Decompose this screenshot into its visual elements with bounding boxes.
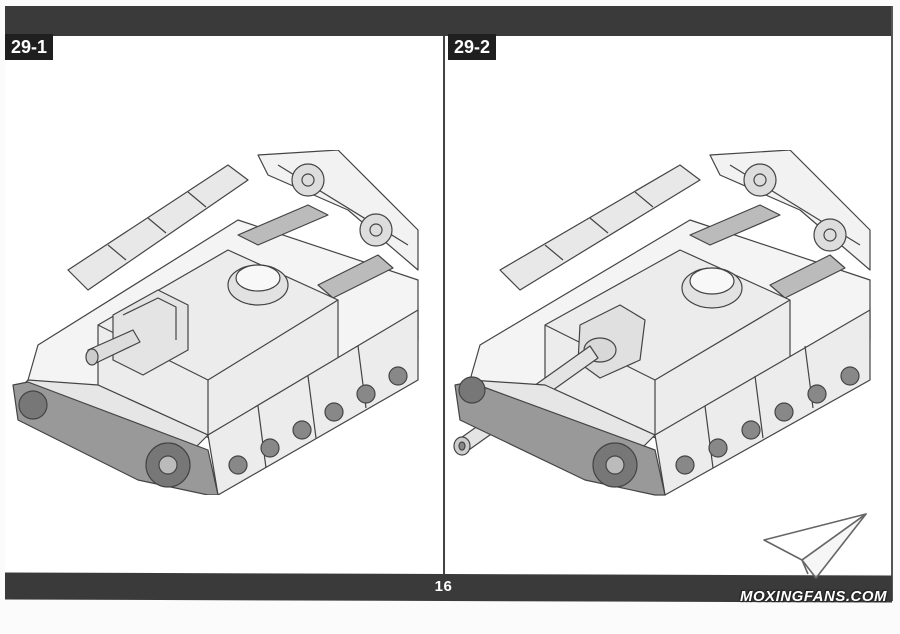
watermark-text: MOXINGFANS.COM (740, 588, 888, 605)
header-bar (5, 6, 892, 36)
stug-assault-gun-illustration (12, 150, 419, 495)
page-edge (891, 6, 893, 601)
stug-assault-gun-with-gun-illustration (453, 150, 871, 496)
step-label-29-2: 29-2 (448, 34, 497, 60)
step-label-29-1: 29-1 (5, 34, 54, 60)
paper-plane-logo-icon (763, 513, 867, 579)
panel-divider (443, 36, 445, 574)
page-number: 16 (434, 578, 453, 595)
